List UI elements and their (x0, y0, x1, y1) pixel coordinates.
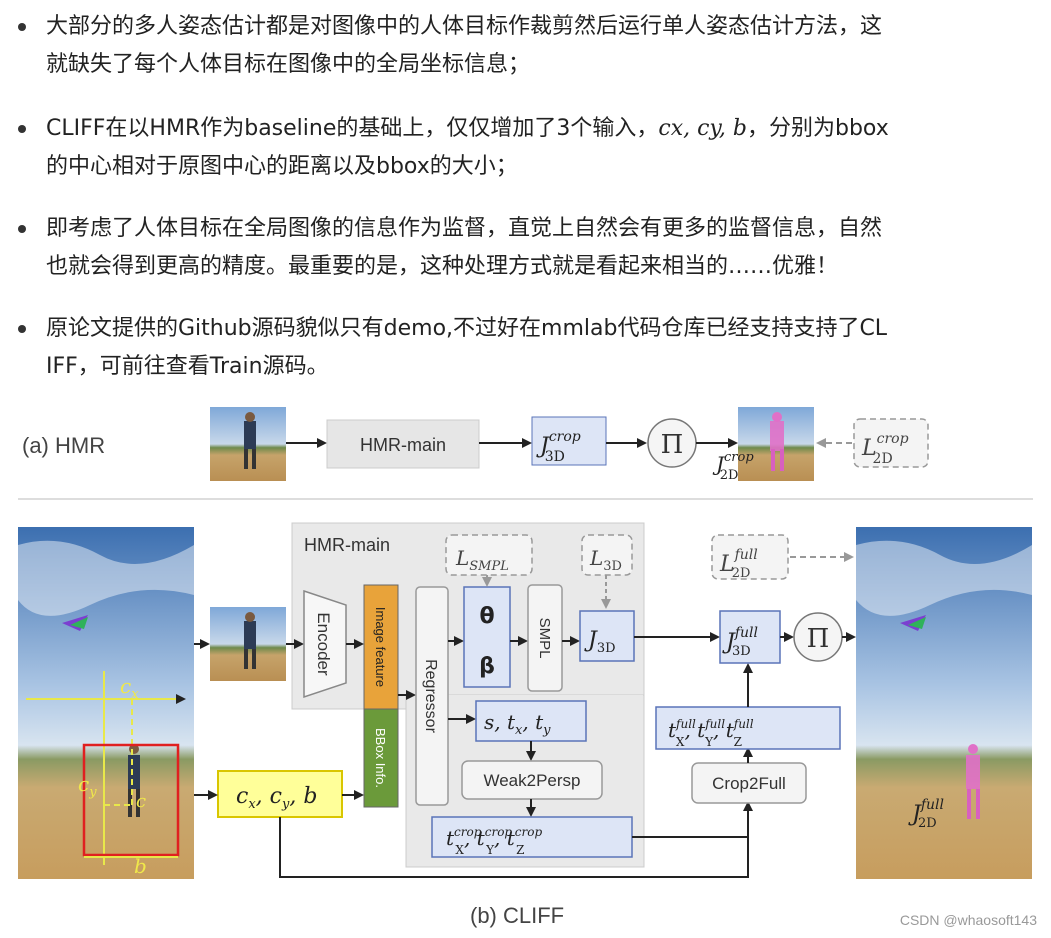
bullet-dot (18, 23, 26, 31)
bullet-dot (18, 225, 26, 233)
bullet-dot (18, 325, 26, 333)
theta-label: θ (479, 604, 494, 629)
smpl-block (527, 584, 563, 692)
bbox-info-bar (363, 708, 399, 808)
bullet-4-line2: IFF，可前往查看Train源码。 (46, 354, 329, 379)
l-smpl-label: LSMPL (455, 546, 509, 574)
bbox-input-label: cx, cy, b (236, 784, 317, 812)
cliff-crop-thumbnail (210, 607, 286, 681)
cy-label: cy (78, 772, 97, 800)
regressor-block (415, 586, 449, 806)
hmr-main-label-a: HMR-main (360, 435, 446, 455)
hmr-main-label-b: HMR-main (304, 535, 390, 555)
list-item: 大部分的多人姿态估计都是对图像中的人体目标作裁剪然后运行单人姿态估计方法，这 就… (18, 8, 1036, 84)
l-3d-label: L3D (589, 546, 622, 574)
panel-b-label: (b) CLIFF (470, 903, 564, 928)
b-label: b (134, 854, 147, 878)
hmr-input-thumbnail (210, 407, 286, 481)
bullet-2-line1b: ，分别为bbox (747, 116, 889, 141)
l-smpl-box (445, 534, 533, 576)
bullet-dot (18, 125, 26, 133)
t-crop-box (431, 816, 633, 858)
bbox-rect (82, 743, 180, 857)
watermark: CSDN @whaosoft143 (899, 912, 1037, 928)
weak2persp-label: Weak2Persp (483, 771, 580, 790)
j3d-label: J3D (584, 628, 616, 656)
beta-label: β (479, 654, 495, 679)
list-item: 即考虑了人体目标在全局图像的信息作为监督，直觉上自然会有更多的监督信息，自然 也… (18, 210, 1036, 286)
list-item: CLIFF在以HMR作为baseline的基础上，仅仅增加了3个输入，cx, c… (18, 110, 1036, 186)
regressor-label: Regressor (422, 659, 439, 733)
list-item: 原论文提供的Github源码貌似只有demo,不过好在mmlab代码仓库已经支持… (18, 310, 1036, 386)
image-feature-bar (363, 584, 399, 710)
t-full-box (655, 706, 841, 750)
bullet-2-math: cx, cy, b (658, 116, 747, 141)
bullet-3-line2: 也就会得到更高的精度。最重要的是，这种处理方式就是看起来相当的……优雅！ (46, 254, 839, 279)
encoder-label: Encoder (314, 612, 333, 676)
j3d-crop-box (531, 416, 607, 466)
j3d-full-box (719, 610, 781, 664)
pi-label-b: Π (807, 624, 830, 654)
crop2full-label: Crop2Full (712, 774, 786, 793)
encoder-block (303, 589, 347, 699)
bbox-info-label: BBox Info. (373, 728, 388, 788)
smpl-label: SMPL (536, 618, 553, 659)
bullet-2-line2: 的中心相对于原图中心的距离以及bbox的大小； (46, 154, 518, 179)
cx-label: cx (120, 674, 139, 702)
cliff-output-image (856, 527, 1032, 879)
bullet-4-line1: 原论文提供的Github源码貌似只有demo,不过好在mmlab代码仓库已经支持… (46, 316, 888, 341)
bullet-1-line1: 大部分的多人姿态估计都是对图像中的人体目标作裁剪然后运行单人姿态估计方法，这 (46, 14, 883, 39)
c-label: c (136, 791, 146, 812)
l2d-crop-box (853, 418, 929, 468)
l2d-full-box (711, 534, 789, 580)
image-feature-label: Image feature (373, 607, 388, 687)
bullet-2-line1a: CLIFF在以HMR作为baseline的基础上，仅仅增加了3个输入， (46, 116, 659, 141)
bullet-3-line1: 即考虑了人体目标在全局图像的信息作为监督，直觉上自然会有更多的监督信息，自然 (46, 216, 883, 241)
pi-label-a: Π (661, 430, 684, 460)
weak-camera-box (475, 700, 587, 742)
cliff-input-image (18, 527, 194, 879)
hmr-output-thumbnail (738, 407, 814, 481)
bullet-1-line2: 就缺失了每个人体目标在图像中的全局坐标信息； (46, 52, 531, 77)
theta-beta-box (463, 586, 511, 688)
panel-a-label: (a) HMR (22, 433, 105, 458)
